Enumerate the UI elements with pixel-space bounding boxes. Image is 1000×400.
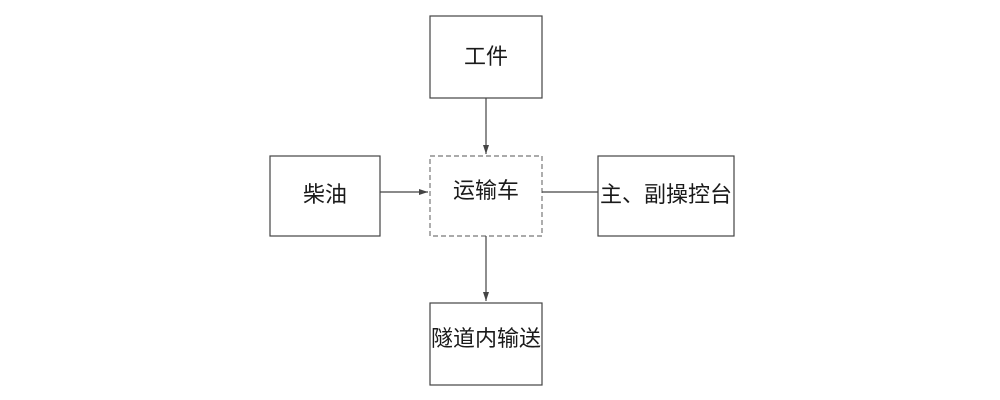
node-diesel: 柴油 bbox=[269, 155, 381, 237]
node-consoles-label: 主、副操控台 bbox=[600, 183, 732, 208]
node-consoles-box bbox=[597, 155, 735, 237]
node-transport-vehicle-box bbox=[429, 155, 543, 237]
node-diesel-label: 柴油 bbox=[303, 183, 347, 208]
node-diesel-box bbox=[269, 155, 381, 237]
node-consoles: 主、副操控台 bbox=[597, 155, 735, 237]
node-tunnel-conveying-box bbox=[429, 302, 543, 386]
node-transport-vehicle-label: 运输车 bbox=[453, 179, 519, 204]
node-transport-vehicle: 运输车 bbox=[429, 155, 543, 237]
node-tunnel-conveying: 隧道内输送 bbox=[429, 302, 543, 386]
node-workpiece: 工件 bbox=[429, 15, 543, 99]
node-workpiece-box bbox=[429, 15, 543, 99]
node-tunnel-conveying-label: 隧道内输送 bbox=[431, 327, 541, 352]
node-workpiece-label: 工件 bbox=[464, 45, 508, 70]
